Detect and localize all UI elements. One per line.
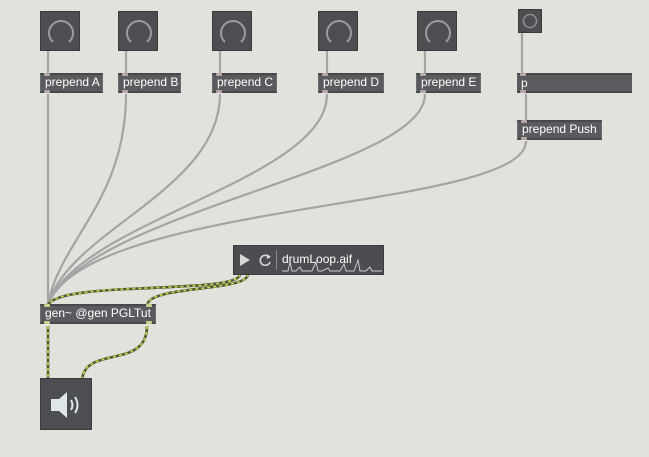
- object-label: prepend C: [217, 75, 274, 89]
- gen-object[interactable]: gen~ @gen PGLTut: [40, 304, 156, 324]
- prepend-d-object[interactable]: prepend D: [318, 73, 384, 93]
- object-label: prepend Push: [522, 122, 597, 136]
- dial-arc-icon: [425, 20, 451, 43]
- file-name: drumLoop.aif: [282, 252, 353, 266]
- outlet[interactable]: [146, 321, 152, 324]
- push-button[interactable]: [518, 9, 542, 33]
- inlet[interactable]: [146, 304, 152, 307]
- dial-c[interactable]: [212, 11, 252, 51]
- outlet[interactable]: [44, 90, 50, 93]
- loop-icon[interactable]: [258, 253, 272, 267]
- play-icon[interactable]: [239, 253, 251, 267]
- speaker-icon: [51, 392, 79, 418]
- object-label: prepend D: [323, 75, 380, 89]
- message-box-p[interactable]: p: [517, 73, 632, 93]
- message-text: p: [521, 76, 528, 90]
- object-label: prepend A: [45, 75, 100, 89]
- prepend-a-object[interactable]: prepend A: [40, 73, 103, 93]
- dial-a[interactable]: [40, 11, 80, 51]
- inlet[interactable]: [521, 120, 527, 123]
- outlet[interactable]: [322, 90, 328, 93]
- outlet[interactable]: [420, 90, 426, 93]
- prepend-b-object[interactable]: prepend B: [118, 73, 181, 93]
- dial-d[interactable]: [318, 11, 358, 51]
- dial-arc-icon: [48, 20, 74, 43]
- separator: [276, 250, 277, 270]
- dial-arc-icon: [220, 20, 246, 43]
- prepend-c-object[interactable]: prepend C: [212, 73, 277, 93]
- inlet[interactable]: [520, 73, 526, 76]
- inlet[interactable]: [420, 73, 426, 76]
- inlet[interactable]: [44, 304, 50, 307]
- waveform[interactable]: [282, 250, 382, 272]
- dial-arc-icon: [326, 20, 352, 43]
- inlet[interactable]: [216, 73, 222, 76]
- inlet[interactable]: [44, 73, 50, 76]
- ezdac-speaker-button[interactable]: [40, 378, 92, 430]
- outlet[interactable]: [44, 321, 50, 324]
- dial-e[interactable]: [417, 11, 457, 51]
- outlet[interactable]: [520, 90, 526, 93]
- object-label: prepend E: [421, 75, 477, 89]
- prepend-e-object[interactable]: prepend E: [416, 73, 481, 93]
- button-ring-icon: [522, 13, 538, 29]
- outlet[interactable]: [521, 137, 527, 140]
- object-label: gen~ @gen PGLTut: [45, 306, 151, 320]
- outlet[interactable]: [216, 90, 222, 93]
- object-label: prepend B: [123, 75, 179, 89]
- outlet[interactable]: [122, 90, 128, 93]
- inlet[interactable]: [122, 73, 128, 76]
- playlist-player[interactable]: drumLoop.aif: [233, 245, 384, 275]
- prepend-push-object[interactable]: prepend Push: [517, 120, 602, 140]
- dial-arc-icon: [126, 20, 152, 43]
- inlet[interactable]: [322, 73, 328, 76]
- dial-b[interactable]: [118, 11, 158, 51]
